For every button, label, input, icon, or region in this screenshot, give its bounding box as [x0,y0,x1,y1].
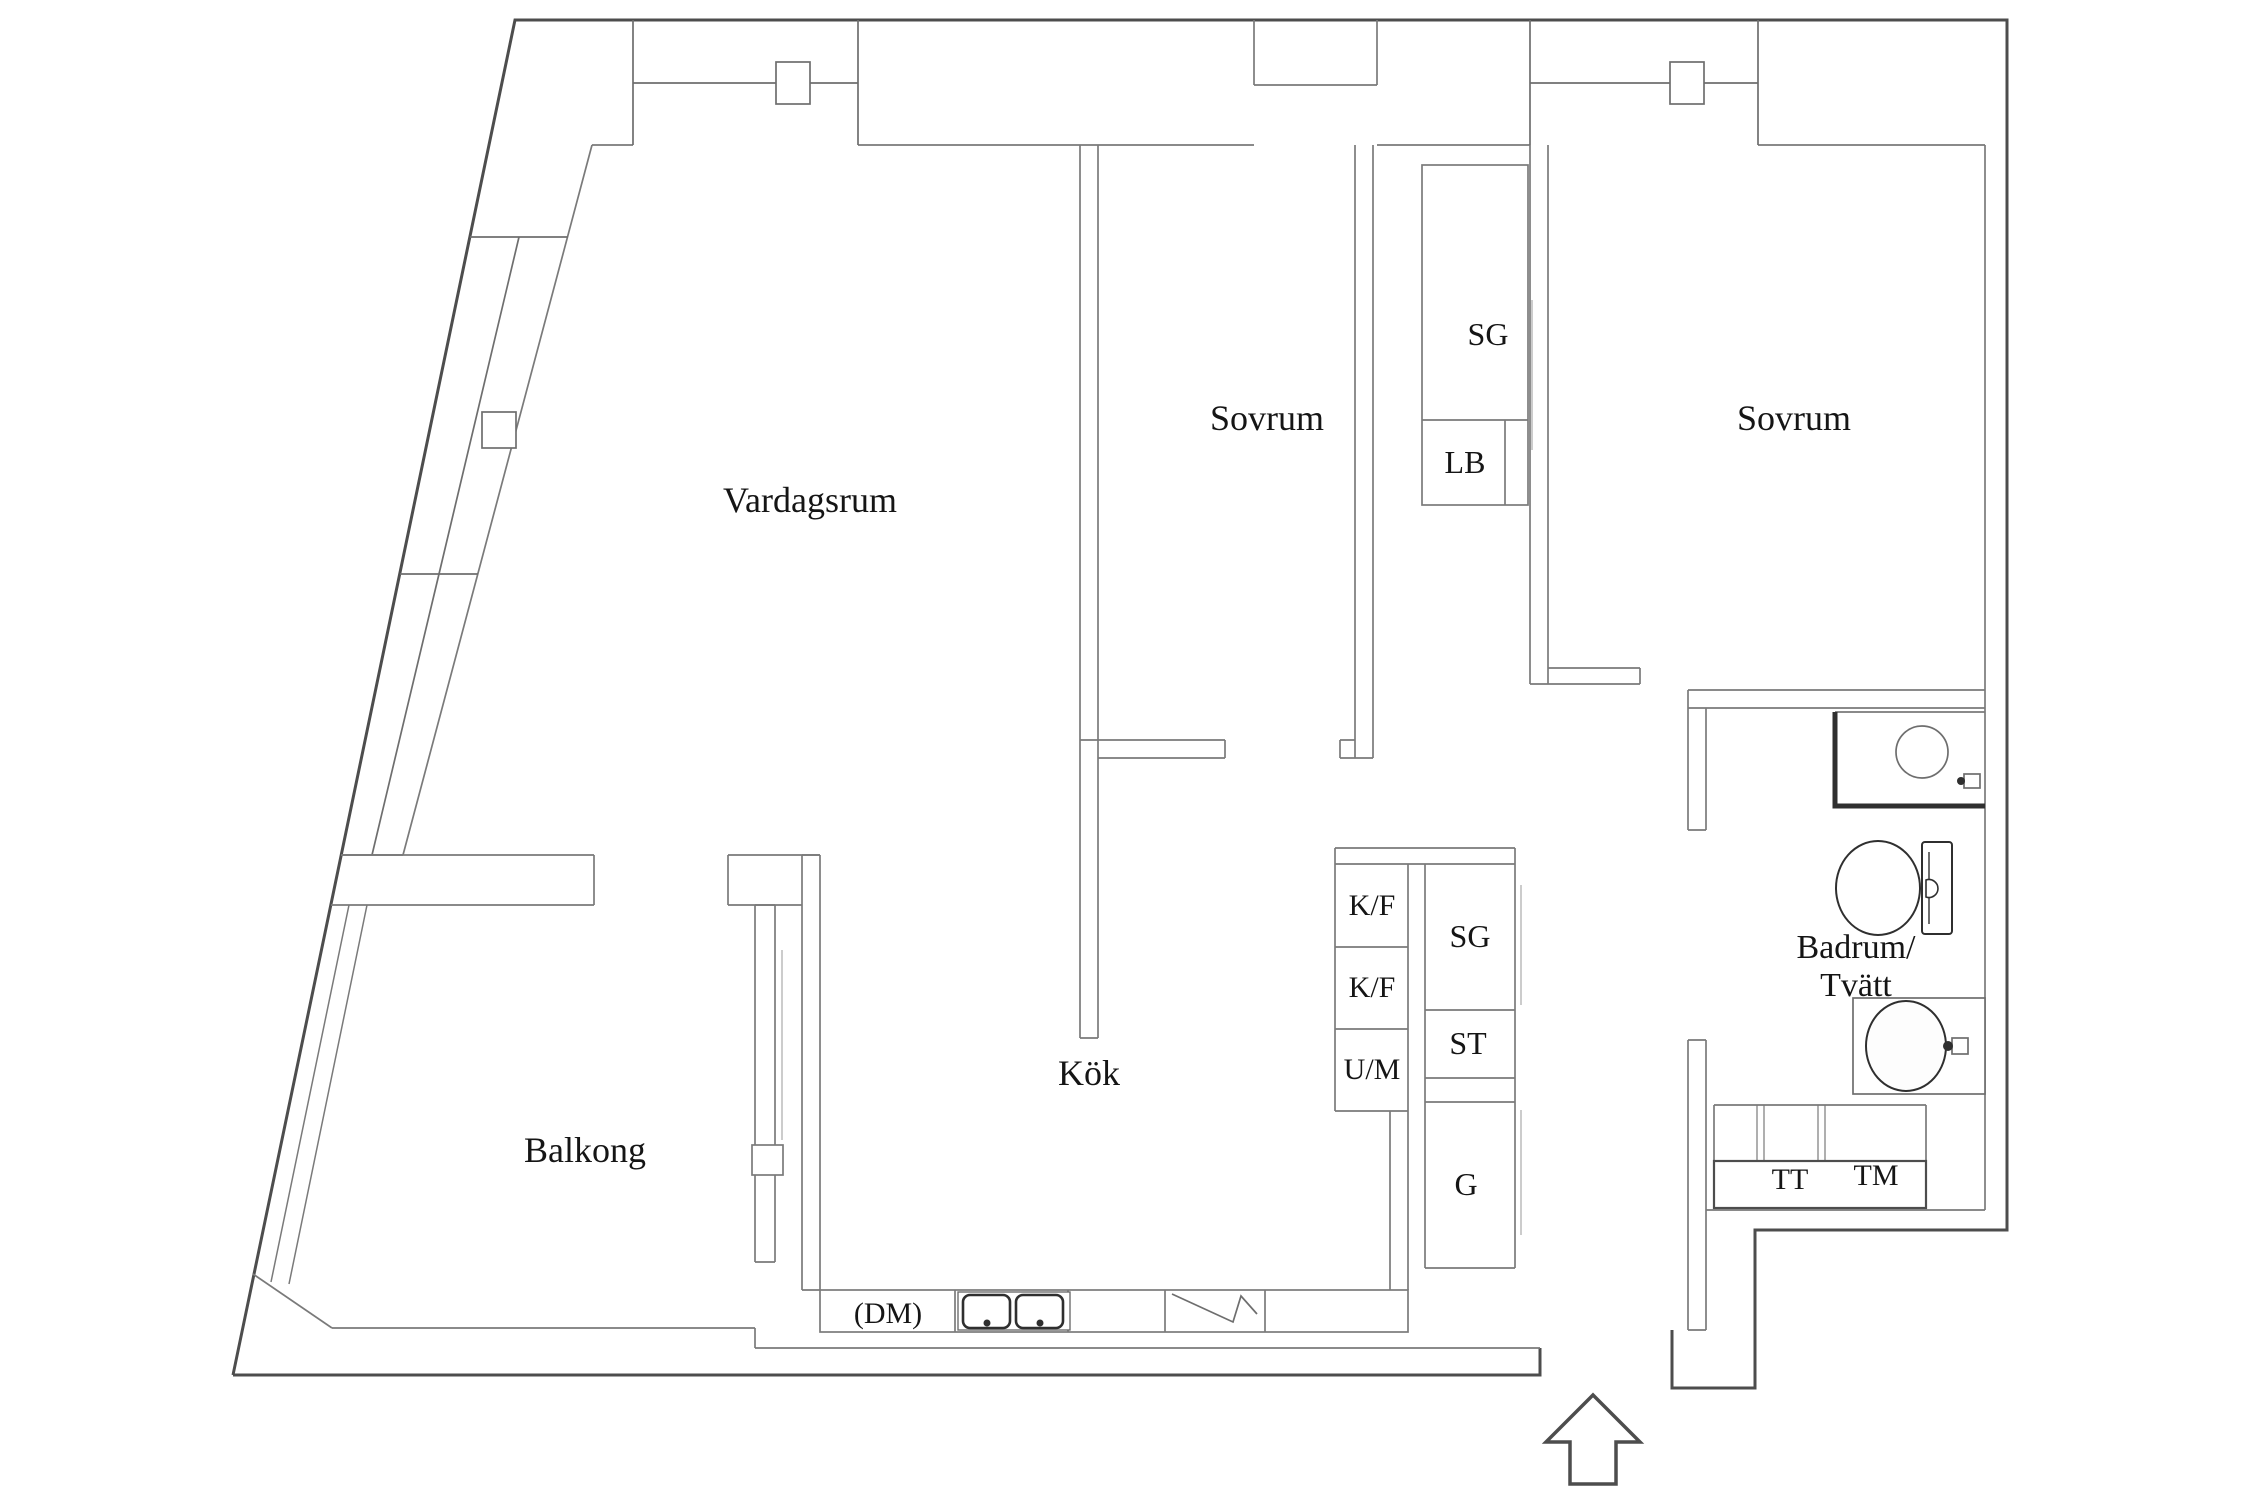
toilet-icon [1835,840,1953,936]
closet-label-g: G [1454,1166,1478,1203]
walls-outer [231,18,2009,1390]
appliance-label-tm: TM [1853,1159,1899,1193]
window-icon [775,61,811,105]
shower-icon [1832,711,1985,809]
appliance-label-um: U/M [1343,1053,1401,1087]
wall-livingroom-balcony [331,854,820,906]
room-label-badrum-line2: Tvätt [1820,967,1892,1004]
kitchen-counter [819,1289,1409,1333]
room-label-badrum: Badrum/ Tvätt [1797,929,1916,1005]
closet-label-st: ST [1449,1025,1487,1062]
window-icon [481,411,517,449]
closet-label-sg-hall: SG [1467,316,1509,353]
closet-label-sg-kitchen: SG [1449,918,1491,955]
balcony-door-icon [751,1144,784,1176]
wall-livingroom-right [1079,145,1099,1039]
window-top-left [632,20,859,145]
appliance-label-kf-1: K/F [1348,889,1396,923]
room-label-badrum-line1: Badrum/ [1796,928,1916,966]
window-left-bays [341,236,568,856]
appliance-label-kf-2: K/F [1348,971,1396,1005]
appliance-label-tt: TT [1771,1163,1809,1197]
room-label-kok: Kök [1058,1052,1120,1093]
room-label-sovrum-right: Sovrum [1736,397,1852,438]
walls-badrum [1687,689,1985,1331]
kitchen-sink-icon [957,1291,1071,1331]
window-top-right [1529,20,1759,145]
room-label-balkong: Balkong [524,1129,646,1170]
top-wall-shaft [1253,20,1378,86]
sink-icon [1852,997,1986,1095]
closet-label-lb: LB [1444,444,1486,481]
appliance-label-dm: (DM) [853,1297,923,1331]
room-label-sovrum-left: Sovrum [1209,397,1325,438]
walls-sovrum-right [1529,145,1641,685]
hall-closet [1421,164,1533,506]
window-icon [1669,61,1705,105]
room-label-vardagsrum: Vardagsrum [723,479,897,520]
walls-sovrum-left [1080,145,1374,759]
kitchen-columns [1334,847,1522,1290]
entry-arrow-icon [1541,1392,1645,1486]
laundry-units [1712,1104,1928,1210]
balcony-right-wall [751,904,784,1263]
stove-icon [1171,1293,1258,1324]
balcony-railing [270,904,368,1285]
wall-kitchen-left [801,855,821,1291]
